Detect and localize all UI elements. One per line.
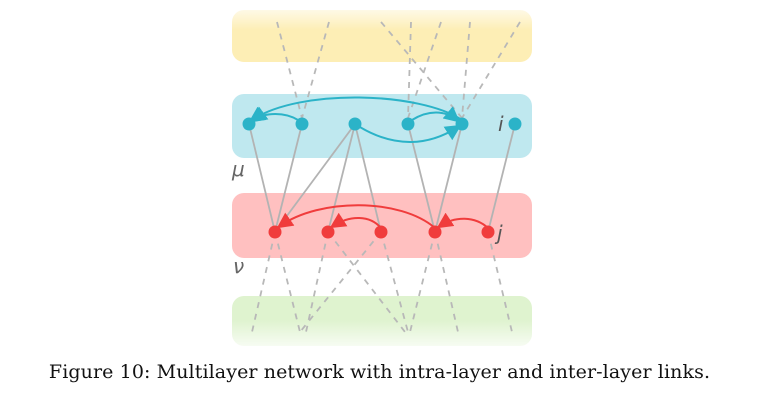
figure-caption: Figure 10: Multilayer network with intra… [48,361,711,383]
mu-node-2 [295,117,309,131]
layer-label-mu: μ [231,157,245,181]
node-label-j: j [494,221,503,245]
nodes-nu [268,225,495,239]
mu-node-4 [401,117,415,131]
nu-node-4 [428,225,442,239]
nu-node-3 [374,225,388,239]
nu-node-j [481,225,495,239]
dashed-links-bottom [251,231,513,333]
intra-links-mu [248,96,463,143]
nu-node-1 [268,225,282,239]
mu-node-1 [242,117,256,131]
node-label-i: i [498,112,504,136]
layer-nu-band [232,193,532,258]
layer-label-nu: ν [233,254,244,278]
mu-node-3 [348,117,362,131]
layer-mu-band [232,94,532,158]
mu-node-5 [455,117,469,131]
multilayer-network-diagram: i j μ ν [228,0,538,355]
nodes-mu [242,117,522,131]
mu-node-i [508,117,522,131]
intra-links-nu [276,204,489,229]
bottom-fade [228,320,538,355]
nu-node-2 [321,225,335,239]
